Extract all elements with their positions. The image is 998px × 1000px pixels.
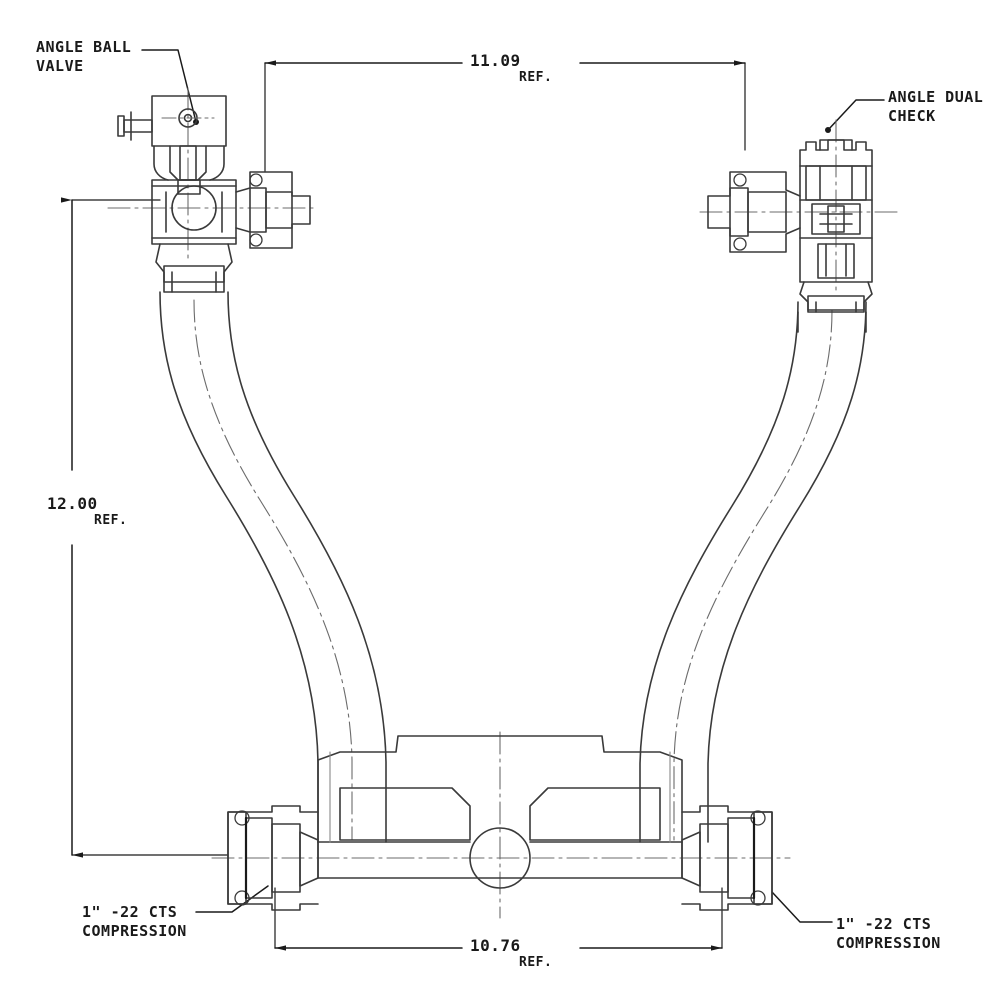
manifold-cavity-right xyxy=(529,787,661,841)
right-fitting-lug-top xyxy=(750,810,766,826)
dimension-ref-bottom: REF. xyxy=(519,955,553,970)
leader-angle-ball-valve xyxy=(141,49,199,125)
right-riser-inner-wall xyxy=(639,301,799,843)
left-angle-ball-valve xyxy=(117,95,311,293)
manifold-cavity-left xyxy=(339,787,471,841)
right-riser-pipe xyxy=(639,301,867,843)
lbv-union-thread xyxy=(265,191,293,229)
adc-union-inlet xyxy=(707,171,801,253)
adc-poppet-lines xyxy=(819,213,853,225)
dimension-value-top: 11.09 xyxy=(470,51,521,70)
adc-check-chamber-upper xyxy=(811,203,861,235)
left-riser-outer-wall xyxy=(159,291,319,843)
dimension-lines xyxy=(61,60,746,951)
lbv-stem-collar xyxy=(177,179,201,195)
lbv-ball-upper xyxy=(171,185,217,209)
left-compression-fitting xyxy=(227,805,319,911)
cl-right-riser xyxy=(673,309,833,841)
lbv-body xyxy=(151,179,237,245)
left-riser-inner-wall xyxy=(227,291,387,843)
lbv-union-outlet xyxy=(235,171,311,249)
adc-union-thread xyxy=(747,191,787,233)
leader-compression-left xyxy=(195,885,269,913)
lbv-bonnet-flare-left xyxy=(153,145,169,181)
lbv-union-nut xyxy=(249,187,267,233)
callout-compression-right-line2: COMPRESSION xyxy=(836,934,941,952)
right-compression-fitting xyxy=(681,805,773,911)
dimension-value-bottom: 10.76 xyxy=(470,936,521,955)
callout-angle-ball-valve-line1: ANGLE BALL xyxy=(36,38,132,56)
lbv-union-lug-bottom xyxy=(249,233,263,247)
adc-bonnet-cap xyxy=(799,139,873,167)
adc-riser-stub xyxy=(797,311,867,333)
manifold-top-profile xyxy=(317,735,683,843)
adc-check-chamber-lower xyxy=(817,243,855,279)
right-fitting-lug-bottom xyxy=(750,890,766,906)
lbv-bonnet-flare-right xyxy=(209,145,225,181)
manifold-center-port xyxy=(469,827,531,889)
left-fitting-lug-bottom xyxy=(234,890,250,906)
bottom-manifold xyxy=(317,735,683,889)
adc-union-lug-bottom xyxy=(733,237,747,251)
lbv-lower-coupling xyxy=(155,243,233,293)
left-riser-pipe xyxy=(159,291,387,843)
right-angle-dual-check xyxy=(707,139,873,333)
adc-coupling-band xyxy=(807,295,865,311)
lbv-handle-tip xyxy=(117,115,125,137)
left-fitting-lug-top xyxy=(234,810,250,826)
lbv-ball-lower xyxy=(171,207,217,231)
callout-angle-dual-check-line2: CHECK xyxy=(888,107,936,125)
left-fitting-taper xyxy=(299,831,319,887)
dimension-value-left: 12.00 xyxy=(47,494,98,513)
right-fitting-taper xyxy=(681,831,701,887)
adc-poppet xyxy=(827,205,845,233)
adc-spring-guides xyxy=(825,243,847,277)
dimension-ref-top: REF. xyxy=(519,70,553,85)
callout-angle-dual-check-line1: ANGLE DUAL xyxy=(888,88,984,106)
leader-compression-right xyxy=(771,891,833,923)
lbv-coupling-band xyxy=(163,265,225,283)
leader-lines xyxy=(141,49,885,923)
adc-union-lug-top xyxy=(733,173,747,187)
callout-angle-ball-valve-line2: VALVE xyxy=(36,57,84,75)
callout-compression-left-line2: COMPRESSION xyxy=(82,922,187,940)
adc-lower-coupling xyxy=(799,281,873,313)
adc-cap-center-boss xyxy=(819,139,853,151)
right-riser-outer-wall xyxy=(707,301,867,843)
lbv-handle-arm xyxy=(123,119,153,133)
lbv-union-lug-top xyxy=(249,173,263,187)
callout-compression-right-line1: 1" -22 CTS xyxy=(836,915,932,933)
centerlines xyxy=(107,87,901,919)
dimension-ref-left: REF. xyxy=(94,513,128,528)
cl-left-riser xyxy=(193,299,353,841)
callout-compression-left-line1: 1" -22 CTS xyxy=(82,903,178,921)
leader-angle-dual-check xyxy=(825,99,885,133)
adc-body-outline xyxy=(799,165,873,283)
